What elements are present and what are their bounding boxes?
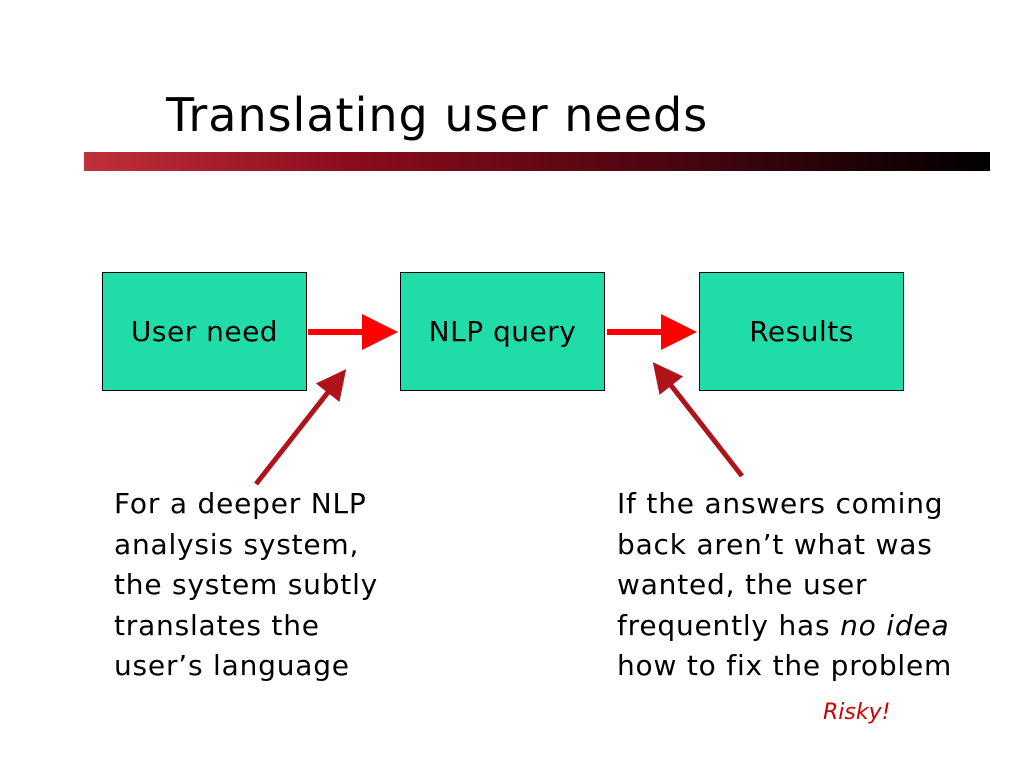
risky-note: Risky!: [823, 700, 891, 725]
right-caption-prefix: frequently has: [617, 608, 841, 642]
left-caption-line: user’s language: [114, 649, 350, 682]
right-caption-line: wanted, the user: [617, 568, 868, 601]
user-need-box: User need: [102, 272, 307, 391]
left-caption-line: For a deeper NLP: [114, 487, 367, 520]
right-caption-line: frequently has no idea: [617, 606, 952, 647]
slide-title: Translating user needs: [166, 88, 709, 142]
right-caption-line: back aren’t what was: [617, 527, 933, 561]
nlp-query-box: NLP query: [400, 272, 605, 391]
left-caption-line: the system subtly: [114, 568, 379, 601]
results-box: Results: [699, 272, 904, 391]
right-caption-line: how to fix the problem: [617, 649, 953, 682]
left-caption-line: analysis system,: [114, 527, 360, 561]
title-underline-bar: [84, 152, 990, 171]
left-caption-line: translates the: [114, 608, 320, 642]
right-caption: If the answers coming back aren’t what w…: [617, 484, 952, 687]
pointer-arrow-left: [254, 369, 347, 486]
pointer-arrow-right: [652, 362, 744, 478]
left-caption: For a deeper NLP analysis system, the sy…: [114, 484, 378, 687]
right-caption-line: If the answers coming: [617, 487, 944, 520]
emphasis-no-idea: no idea: [840, 608, 950, 642]
